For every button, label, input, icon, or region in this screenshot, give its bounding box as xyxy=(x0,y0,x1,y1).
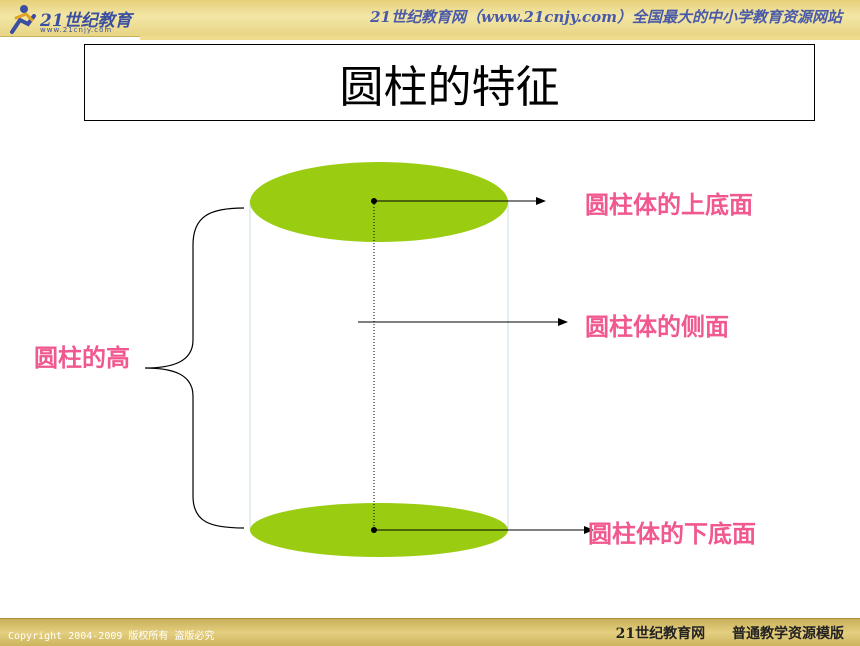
label-height: 圆柱的高 xyxy=(34,344,130,372)
header-bar: 21世纪教育 www.21cnjy.com 21世纪教育网（www.21cnjy… xyxy=(0,0,860,37)
arrowhead-side xyxy=(558,318,568,326)
footer-right: 21世纪教育网 普通教学资源模版 xyxy=(594,623,844,643)
title-box: 圆柱的特征 xyxy=(84,44,815,121)
height-brace xyxy=(144,207,245,529)
footer-bar: Copyright 2004-2009 版权所有 盗版必究 21世纪教育网 普通… xyxy=(0,618,860,646)
label-bottom-base: 圆柱体的下底面 xyxy=(588,520,756,548)
label-side: 圆柱体的侧面 xyxy=(585,313,729,341)
logo-subtext: www.21cnjy.com xyxy=(40,26,113,34)
footer-copyright: Copyright 2004-2009 版权所有 盗版必究 xyxy=(8,631,215,642)
runner-logo-icon xyxy=(10,5,36,34)
header-stripe xyxy=(140,36,860,40)
cylinder-top-base xyxy=(250,162,508,242)
header-tagline: 21世纪教育网（www.21cnjy.com）全国最大的中小学教育资源网站 xyxy=(370,8,842,26)
page-title: 圆柱的特征 xyxy=(339,61,560,113)
arrowhead-bottom-base xyxy=(584,526,594,534)
logo-text: 21世纪教育 xyxy=(40,11,132,31)
site-logo[interactable]: 21世纪教育 www.21cnjy.com xyxy=(4,2,144,36)
footer-template: 普通教学资源模版 xyxy=(732,626,844,642)
label-top-base: 圆柱体的上底面 xyxy=(585,191,753,219)
arrowhead-top-base xyxy=(536,197,546,205)
footer-brand: 21世纪教育网 xyxy=(615,626,706,642)
